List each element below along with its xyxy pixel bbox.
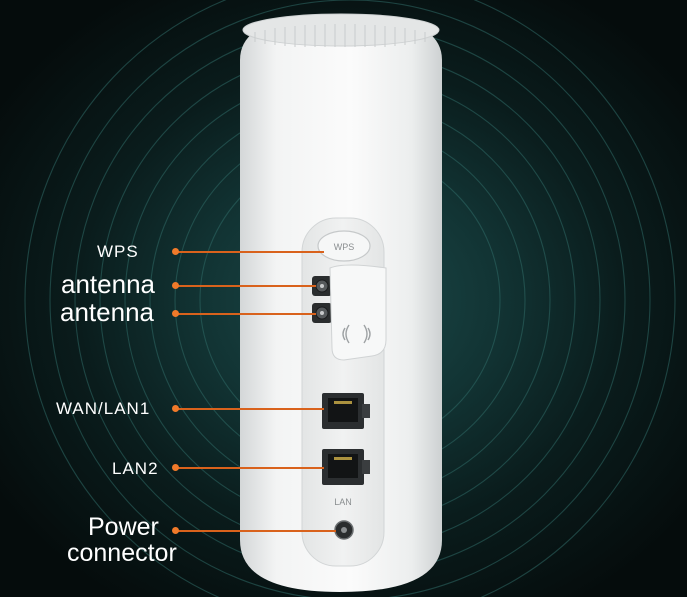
label-connector: connector — [67, 539, 177, 567]
ethernet-port-wan-lan1 — [322, 393, 370, 429]
power-jack — [334, 520, 354, 540]
label-wan-lan1: WAN/LAN1 — [56, 399, 151, 418]
antenna2-callout-line — [176, 313, 316, 315]
antenna-connector-bottom — [312, 303, 332, 323]
wps-button[interactable]: WPS — [317, 230, 371, 262]
lan2-callout-line — [176, 467, 324, 469]
antenna1-callout-dot — [172, 282, 179, 289]
antenna-flap — [329, 264, 387, 361]
wps-button-marking: WPS — [334, 242, 355, 252]
label-antenna-2: antenna — [60, 297, 154, 327]
power-callout-line — [176, 530, 336, 532]
label-power: Power — [88, 513, 159, 541]
label-lan2: LAN2 — [112, 459, 159, 478]
power-callout-dot — [172, 527, 179, 534]
wps-callout-line — [176, 251, 324, 253]
antenna1-callout-line — [176, 285, 316, 287]
label-antenna-1: antenna — [61, 269, 155, 299]
wps-callout-dot — [172, 248, 179, 255]
wan-lan1-callout-line — [176, 408, 324, 410]
lan-marking: LAN — [334, 497, 352, 507]
antenna-connector-top — [312, 276, 332, 296]
wan-lan1-callout-dot — [172, 405, 179, 412]
label-wps: WPS — [97, 242, 139, 261]
antenna2-callout-dot — [172, 310, 179, 317]
lan2-callout-dot — [172, 464, 179, 471]
wifi-marking-icon — [342, 324, 371, 344]
ethernet-port-lan2 — [322, 449, 370, 485]
